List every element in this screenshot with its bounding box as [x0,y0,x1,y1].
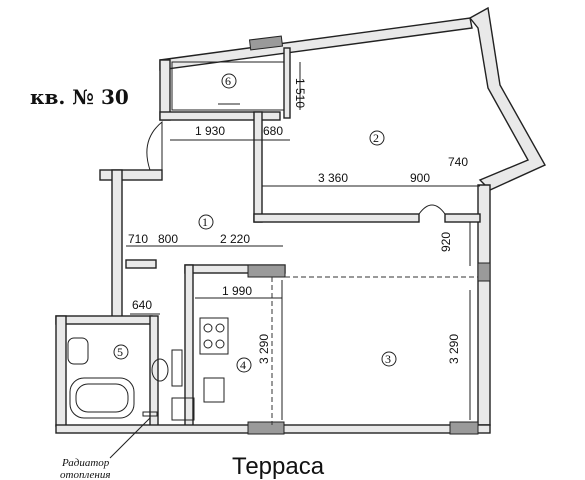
wall-room2-left [253,111,263,223]
dim-900: 900 [410,171,430,185]
dimension-lines [126,62,480,420]
entrance-door [146,120,163,171]
window-bottom-left [247,421,285,435]
radiator-note-line1: Радиатор [61,457,110,469]
room-4-label: 4 [240,358,246,372]
wall-mid-top [159,111,281,121]
window-top [248,35,284,51]
wall-kitchen-left [184,264,194,431]
dim-920: 920 [439,232,453,252]
dim-2220: 2 220 [220,232,250,246]
wall-bath-left [55,315,67,427]
room-3-label: 3 [385,352,391,366]
radiator-icon [142,411,158,417]
wall-room2-bottom-right [444,213,481,223]
wall-hall-left-vert [111,169,123,319]
dim-800: 800 [158,232,178,246]
dim-680: 680 [263,124,283,138]
dim-740: 740 [448,155,468,169]
wall-balcony-right [283,47,291,119]
terrace-label: Терраса [232,453,325,480]
wall-bath-top [55,315,153,325]
radiator-leader [109,417,151,459]
kitchen-sink-icon [203,377,225,403]
room-5-label: 5 [117,345,123,359]
wall-bath-right [149,315,159,427]
wall-hall-left [99,169,163,181]
apartment-title: кв. № 30 [30,85,129,109]
wall-room2-bottom [253,213,420,223]
bathtub-icon [69,377,135,419]
stove-icon [199,317,229,355]
wall-corridor-right [125,259,157,269]
vent-shaft [247,264,286,278]
dim-710: 710 [128,232,148,246]
toilet-tank [171,349,183,387]
dim-1990: 1 990 [222,284,252,298]
room-labels: 6 2 1 4 3 5 [113,73,397,373]
dim-1510: 1 510 [293,78,307,108]
window-right [477,262,491,282]
window-bottom-right [449,421,479,435]
room-1-label: 1 [202,215,208,229]
dim-3290-left: 3 290 [257,334,271,364]
dim-3360: 3 360 [318,171,348,185]
room-2-label: 2 [373,131,379,145]
radiator-note-line2: отопления [60,469,110,480]
sink-icon [67,337,89,365]
toilet-icon [151,358,169,382]
dim-640: 640 [132,298,152,312]
dim-3290-right: 3 290 [447,334,461,364]
wall-right-upper [468,6,546,191]
bathtub-inner [75,383,129,413]
wall-balcony-left [159,59,171,121]
dim-1930: 1 930 [195,124,225,138]
room-6-label: 6 [225,74,231,88]
boiler-icon [171,397,195,421]
room2-door [418,204,446,215]
